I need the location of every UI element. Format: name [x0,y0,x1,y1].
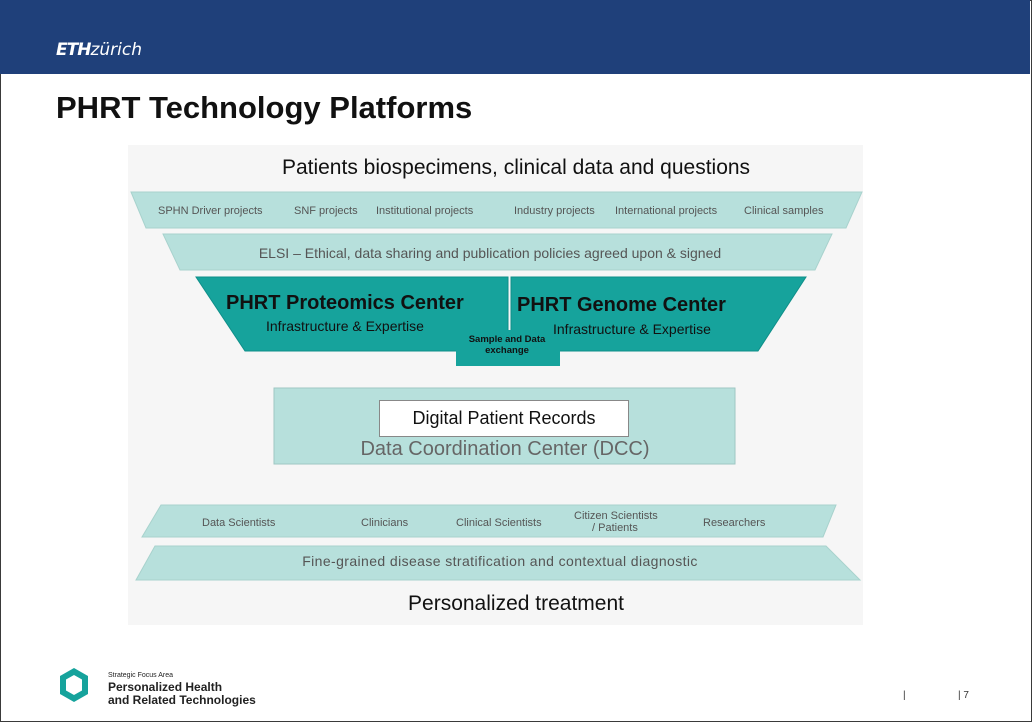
patients-heading: Patients biospecimens, clinical data and… [281,156,751,179]
title-box: PHRT Technology Platforms [40,74,1001,144]
exchange-line2: exchange [485,345,529,356]
user-group-item: / Patients [592,522,638,534]
project-item: Industry projects [514,205,595,217]
user-group-item: Clinical Scientists [456,517,542,529]
digital-patient-records-box: Digital Patient Records [379,400,629,437]
eth-zurich-logo: ETHzürich [56,40,142,60]
personalized-treatment-heading: Personalized treatment [408,592,624,615]
header-bar: ETHzürich [0,0,1030,74]
user-group-item: Clinicians [361,517,409,529]
proteomics-title: PHRT Proteomics Center [226,292,464,314]
footer-org-name: Personalized Health and Related Technolo… [108,681,256,707]
genome-subtitle: Infrastructure & Expertise [553,321,711,337]
project-item: International projects [615,205,718,217]
hexagon-logo-icon [60,668,88,702]
proteomics-subtitle: Infrastructure & Expertise [266,318,424,334]
footer-line1: Personalized Health [108,680,223,694]
genome-center-shape [510,276,807,352]
user-group-item: Citizen Scientists [574,510,658,522]
logo-zurich: zürich [90,40,142,60]
elsi-band [162,233,833,271]
projects-band [130,191,863,229]
footer-line2: and Related Technologies [108,693,256,707]
project-item: SNF projects [294,205,358,217]
footer-small-text: Strategic Focus Area [108,672,173,679]
project-item: SPHN Driver projects [158,205,263,217]
fine-grained-text: Fine-grained disease stratification and … [302,553,698,569]
logo-eth: ETH [56,40,91,60]
sample-data-exchange: Sample and Data exchange [452,334,562,356]
page-number: | 7 [958,690,969,701]
project-item: Clinical samples [744,205,824,217]
project-item: Institutional projects [376,205,474,217]
exchange-box [456,330,560,366]
elsi-text: ELSI – Ethical, data sharing and publica… [258,245,722,261]
user-group-item: Researchers [703,517,766,529]
slide-title: PHRT Technology Platforms [56,90,473,125]
user-group-item: Data Scientists [202,517,276,529]
digital-patient-records-label: Digital Patient Records [412,408,596,428]
footer-separator: | [903,690,906,701]
fine-grained-band [135,545,862,581]
genome-title: PHRT Genome Center [517,294,726,316]
users-band [141,504,837,538]
dcc-label: Data Coordination Center (DCC) [360,438,650,460]
exchange-line1: Sample and Data [468,334,546,345]
